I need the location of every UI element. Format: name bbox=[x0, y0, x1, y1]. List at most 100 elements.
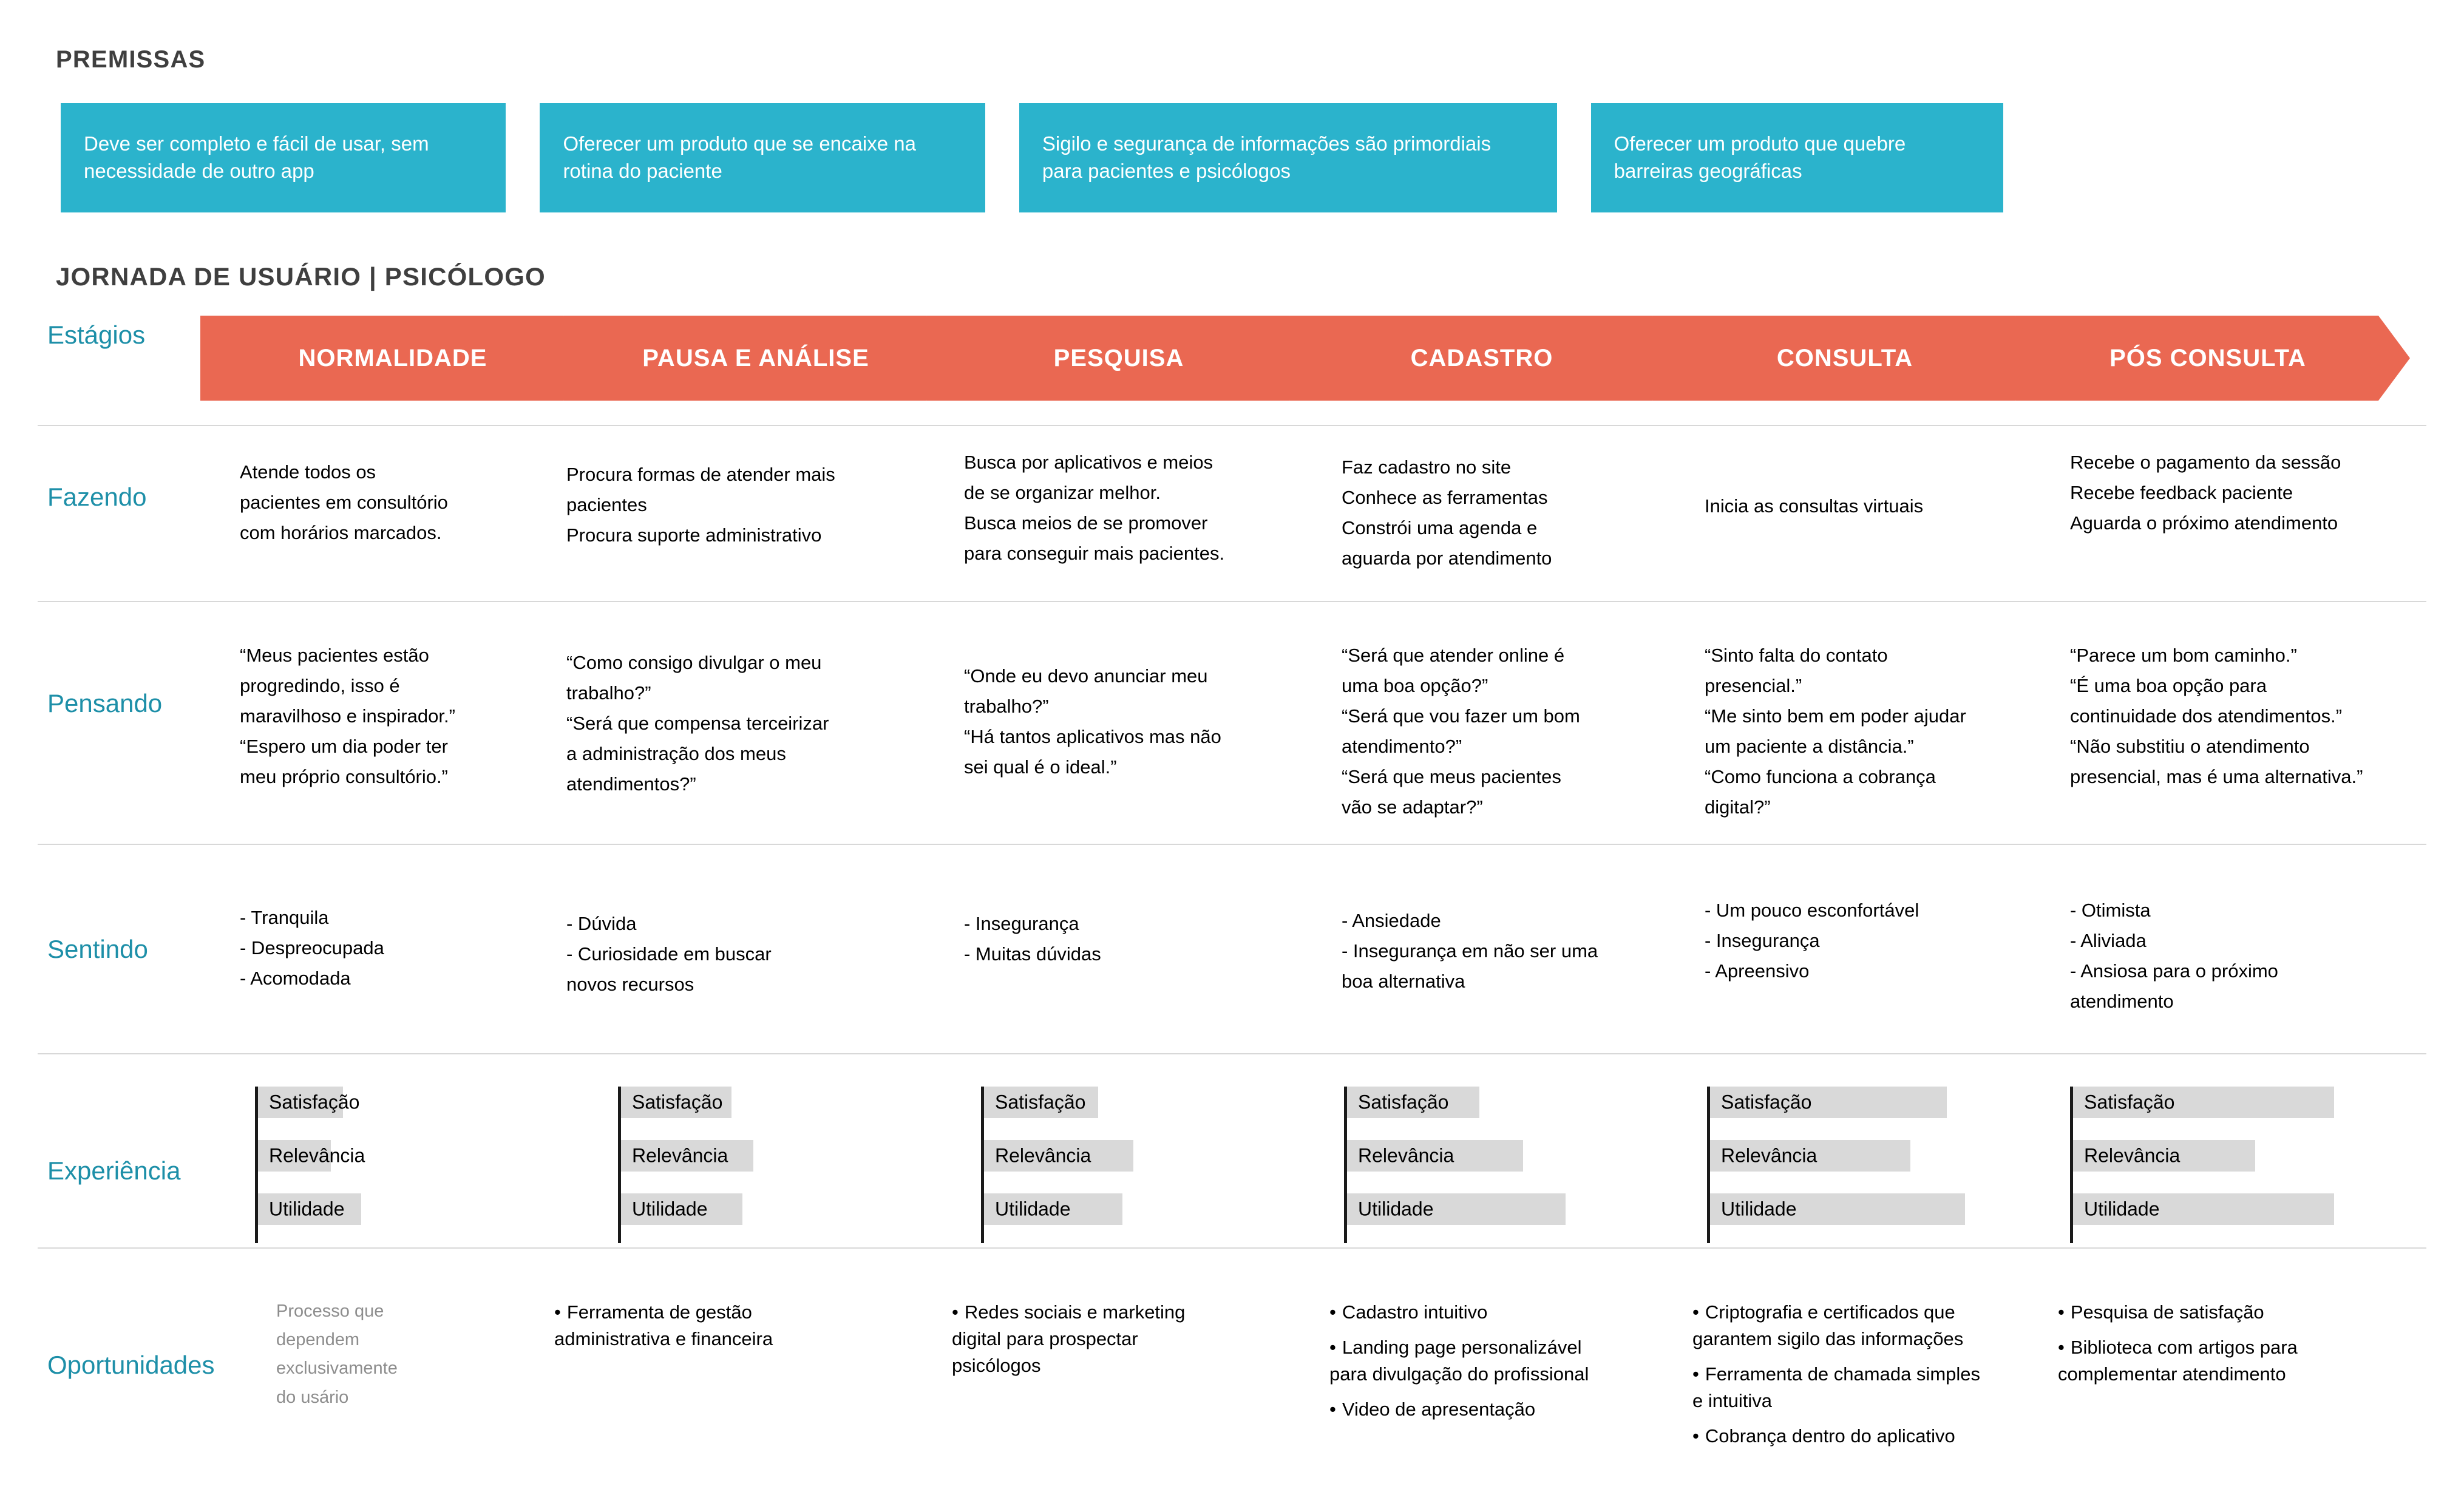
row-label-sentindo: Sentindo bbox=[47, 935, 148, 963]
experience-gauge-utilidade: Utilidade bbox=[2073, 1193, 2334, 1225]
experience-gauge-utilidade: Utilidade bbox=[1347, 1193, 1566, 1225]
oportunidade-line: e intuitiva bbox=[1692, 1388, 2043, 1414]
pensando-line: continuidade dos atendimentos.” bbox=[2070, 705, 2343, 727]
pensando-line: digital?” bbox=[1705, 796, 1771, 818]
experience-baseline-tick bbox=[255, 1087, 258, 1243]
sentindo-line: - Aliviada bbox=[2070, 930, 2147, 952]
stage-arrow-5[interactable]: CONSULTA bbox=[1652, 316, 2047, 401]
premissas-title: PREMISSAS bbox=[56, 46, 206, 73]
fazendo-line: Procura suporte administrativo bbox=[566, 524, 822, 546]
oportunidade-line: •Redes sociais e marketing bbox=[952, 1299, 1303, 1326]
experience-gauge-label: Satisfação bbox=[995, 1091, 1086, 1113]
sentindo-cell-6: - Otimista- Aliviada- Ansiosa para o pró… bbox=[2070, 897, 2409, 1015]
stage-arrow-label: NORMALIDADE bbox=[298, 344, 487, 371]
pensando-line: vão se adaptar?” bbox=[1342, 796, 1483, 818]
premissa-card-text: Deve ser completo e fácil de usar, sem n… bbox=[84, 132, 429, 182]
fazendo-line: para conseguir mais pacientes. bbox=[964, 543, 1225, 565]
sentindo-line: - Apreensivo bbox=[1705, 960, 1810, 982]
oportunidades-note-line: do usário bbox=[276, 1387, 349, 1407]
experience-baseline-tick bbox=[981, 1087, 984, 1243]
experience-gauge-satisfação: Satisfação bbox=[2073, 1087, 2334, 1118]
bullet-icon: • bbox=[2058, 1337, 2065, 1358]
pensando-line: “Será que compensa terceirizar bbox=[566, 713, 829, 734]
experience-gauge-label: Satisfação bbox=[632, 1091, 723, 1113]
sentindo-line: - Ansiedade bbox=[1342, 910, 1441, 931]
oportunidade-text: e intuitiva bbox=[1692, 1390, 1772, 1412]
experience-gauge-label: Relevância bbox=[1358, 1144, 1454, 1167]
fazendo-line: Faz cadastro no site bbox=[1342, 456, 1512, 478]
row-divider bbox=[38, 425, 2426, 426]
fazendo-line: aguarda por atendimento bbox=[1342, 548, 1552, 569]
oportunidade-line: digital para prospectar bbox=[952, 1326, 1303, 1352]
stage-arrow-6[interactable]: PÓS CONSULTA bbox=[2015, 316, 2410, 401]
bullet-icon: • bbox=[1329, 1301, 1336, 1323]
oportunidade-text: para divulgação do profissional bbox=[1329, 1363, 1589, 1385]
oportunidades-note-line: Processo que bbox=[276, 1301, 384, 1321]
oportunidade-text: Video de apresentação bbox=[1342, 1399, 1536, 1420]
experience-gauge-relevância: Relevância bbox=[984, 1140, 1133, 1172]
pensando-cell-6: “Parece um bom caminho.”“É uma boa opção… bbox=[2070, 642, 2409, 790]
experience-gauge-label: Utilidade bbox=[2084, 1198, 2160, 1220]
experience-gauge-bar bbox=[984, 1140, 1133, 1172]
sentindo-line: - Muitas dúvidas bbox=[964, 943, 1101, 965]
experience-gauge-bar bbox=[258, 1193, 361, 1225]
oportunidade-text: administrativa e financeira bbox=[554, 1328, 773, 1350]
stage-arrow-label: PÓS CONSULTA bbox=[2109, 344, 2306, 371]
bullet-icon: • bbox=[2058, 1301, 2065, 1323]
experience-gauge-bar bbox=[2073, 1193, 2334, 1225]
oportunidade-item: • Cadastro intuitivo bbox=[1329, 1299, 1680, 1326]
stage-arrow-label: CONSULTA bbox=[1776, 344, 1913, 371]
experience-gauge-label: Relevância bbox=[995, 1144, 1091, 1167]
sentindo-line: - Acomodada bbox=[240, 968, 351, 989]
pensando-line: atendimento?” bbox=[1342, 736, 1462, 758]
stage-arrow-3[interactable]: PESQUISA bbox=[926, 316, 1321, 401]
pensando-line: “Onde eu devo anunciar meu bbox=[964, 665, 1208, 687]
oportunidades-note-line: exclusivamente bbox=[276, 1358, 398, 1379]
sentindo-line: - Insegurança em não ser uma bbox=[1342, 940, 1598, 962]
experience-gauge-label: Relevância bbox=[2084, 1144, 2181, 1167]
stage-arrow-4[interactable]: CADASTRO bbox=[1289, 316, 1684, 401]
oportunidade-item: •Video de apresentação bbox=[1329, 1396, 1680, 1423]
premissa-card-1: Deve ser completo e fácil de usar, sem n… bbox=[61, 103, 506, 212]
experience-gauge-label: Relevância bbox=[632, 1144, 728, 1167]
row-label-experiencia: Experiência bbox=[47, 1156, 181, 1185]
experience-gauge-label: Satisfação bbox=[269, 1091, 360, 1113]
row-divider bbox=[38, 844, 2426, 845]
oportunidade-text: Landing page personalizável bbox=[1342, 1337, 1582, 1358]
stage-arrow-label: CADASTRO bbox=[1410, 344, 1553, 371]
oportunidade-text: Criptografia e certificados que bbox=[1705, 1301, 1955, 1323]
premissa-card-text: Oferecer um produto que quebre barreiras… bbox=[1614, 132, 1906, 182]
premissa-card-text: Sigilo e segurança de informações são pr… bbox=[1042, 132, 1492, 182]
oportunidade-text: Cobrança dentro do aplicativo bbox=[1705, 1425, 1955, 1447]
experience-gauge-satisfação: Satisfação bbox=[984, 1087, 1098, 1118]
oportunidade-line: • Cadastro intuitivo bbox=[1329, 1299, 1680, 1326]
fazendo-line: Busca por aplicativos e meios bbox=[964, 452, 1213, 473]
oportunidade-item: •Cobrança dentro do aplicativo bbox=[1692, 1423, 2043, 1450]
oportunidade-text: Cadastro intuitivo bbox=[1342, 1301, 1488, 1323]
experience-gauge-label: Utilidade bbox=[632, 1198, 708, 1220]
experience-gauge-utilidade: Utilidade bbox=[258, 1193, 361, 1225]
fazendo-line: Busca meios de se promover bbox=[964, 512, 1208, 534]
pensando-line: trabalho?” bbox=[964, 696, 1049, 717]
sentindo-cell-1: - Tranquila- Despreocupada- Acomodada bbox=[240, 904, 579, 992]
experience-gauge-label: Satisfação bbox=[2084, 1091, 2175, 1113]
fazendo-line: Atende todos os bbox=[240, 461, 376, 483]
premissa-card-4: Oferecer um produto que quebre barreiras… bbox=[1590, 103, 2004, 212]
stage-arrow-1[interactable]: NORMALIDADE bbox=[200, 316, 595, 401]
fazendo-cell-5: Inicia as consultas virtuais bbox=[1705, 493, 2043, 520]
stage-arrow-2[interactable]: PAUSA E ANÁLISE bbox=[563, 316, 958, 401]
sentindo-line: - Otimista bbox=[2070, 900, 2151, 921]
experience-gauge-relevância: Relevância bbox=[258, 1140, 365, 1172]
oportunidade-text: Pesquisa de satisfação bbox=[2070, 1301, 2264, 1323]
pensando-line: “Parece um bom caminho.” bbox=[2070, 645, 2297, 666]
fazendo-line: Recebe o pagamento da sessão bbox=[2070, 452, 2341, 473]
pensando-line: “Será que meus pacientes bbox=[1342, 766, 1561, 788]
